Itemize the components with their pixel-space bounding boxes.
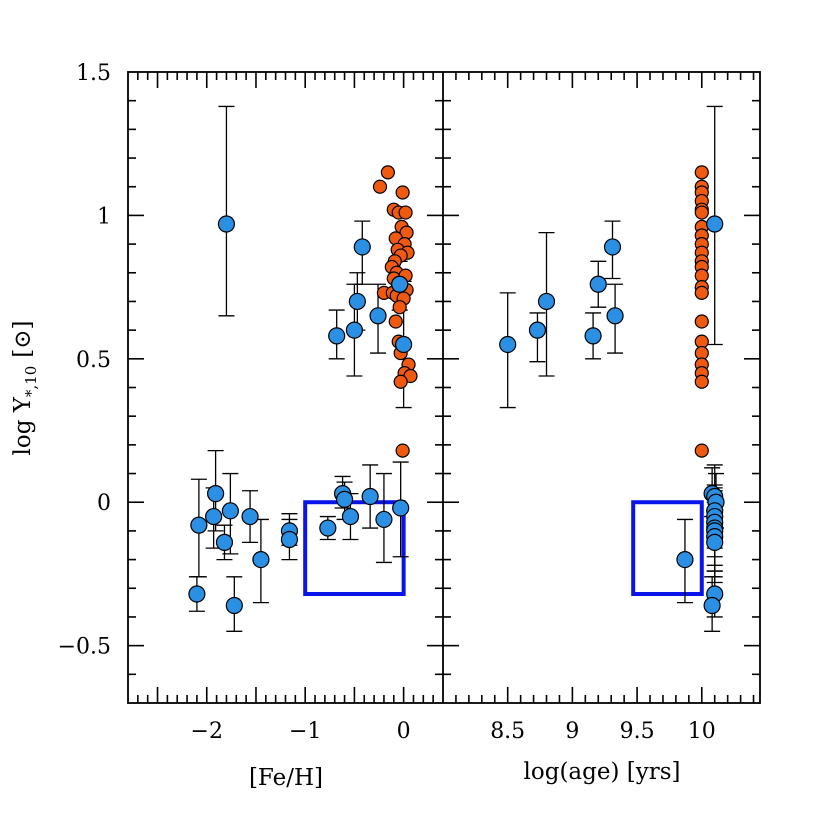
- y-tick-label: 0.5: [76, 348, 111, 373]
- data-point-blue: [706, 215, 724, 233]
- data-point-blue: [319, 519, 337, 537]
- data-point-orange: [395, 443, 410, 458]
- data-point-orange: [694, 374, 709, 389]
- data-point-orange: [380, 165, 395, 180]
- data-point-blue: [375, 510, 393, 529]
- data-point-blue: [391, 275, 409, 293]
- data-point-blue: [252, 550, 270, 569]
- data-point-blue: [328, 327, 346, 345]
- data-point-blue: [528, 321, 547, 339]
- data-point-blue: [207, 485, 225, 503]
- data-point-blue: [217, 215, 236, 233]
- data-point-blue: [703, 596, 721, 615]
- x-tick-label: 9: [565, 719, 579, 744]
- y-tick-label: −0.5: [58, 635, 111, 660]
- selection-box: [303, 500, 406, 597]
- data-point-blue: [395, 335, 413, 354]
- data-point-blue: [537, 292, 556, 311]
- plot-border: [127, 71, 761, 704]
- data-point-orange: [388, 314, 403, 329]
- x-tick-label: 8.5: [490, 719, 525, 744]
- data-point-blue: [589, 275, 607, 293]
- x-tick-label: 10: [688, 719, 716, 744]
- data-point-blue: [706, 533, 724, 551]
- x-tick-label: 9.5: [620, 719, 655, 744]
- y-tick-label: 0: [97, 491, 111, 516]
- x-axis-label-right: log(age) [yrs]: [524, 759, 681, 785]
- data-point-blue: [499, 335, 517, 354]
- data-point-blue: [190, 516, 208, 534]
- data-point-blue: [280, 530, 299, 549]
- data-point-blue: [188, 585, 206, 603]
- data-point-orange: [372, 179, 388, 194]
- panel-age: 8.5 9 9.5 10: [443, 72, 760, 744]
- x-tick-label: 0: [397, 719, 411, 744]
- x-axis-label-left: [Fe/H]: [249, 765, 323, 791]
- data-point-blue: [361, 487, 379, 506]
- data-point-blue: [225, 596, 243, 615]
- data-point-blue: [369, 307, 387, 325]
- data-point-blue: [335, 490, 354, 508]
- data-point-orange: [694, 443, 709, 458]
- data-point-orange: [392, 300, 407, 315]
- data-point-orange: [694, 165, 709, 180]
- data-point-blue: [221, 502, 239, 520]
- y-axis-label-subscript: *,10: [22, 366, 40, 397]
- plot-frame: [127, 71, 761, 704]
- data-point-blue: [676, 550, 694, 569]
- y-axis-label: log Υ*,10 [⊙]: [10, 321, 40, 456]
- y-tick-label: 1: [97, 204, 111, 229]
- data-point-blue: [341, 507, 360, 526]
- data-point-blue: [205, 507, 223, 526]
- data-point-blue: [241, 507, 259, 526]
- data-point-blue: [392, 499, 410, 517]
- x-tick-label: −2: [191, 719, 223, 744]
- data-point-blue: [345, 321, 364, 339]
- data-point-orange: [395, 185, 410, 200]
- y-axis-label-main: log Υ: [10, 396, 36, 455]
- data-point-blue: [348, 292, 366, 311]
- data-point-blue: [603, 238, 622, 256]
- data-point-orange: [694, 285, 709, 300]
- selection-box: [631, 500, 704, 597]
- data-point-blue: [584, 327, 602, 345]
- x-tick-label: −1: [289, 719, 321, 744]
- data-point-orange: [398, 205, 413, 220]
- y-tick-label: 1.5: [76, 61, 111, 86]
- data-point-orange: [694, 314, 709, 329]
- data-point-blue: [606, 307, 624, 325]
- data-point-orange: [694, 205, 709, 220]
- data-point-orange: [393, 374, 408, 389]
- data-point-blue: [215, 533, 234, 551]
- data-point-blue: [353, 238, 371, 256]
- panel-metallicity: −2 −1 0 1.5 1 0.5 0 −0.5: [58, 61, 443, 744]
- y-axis-label-unit: [⊙]: [10, 321, 36, 358]
